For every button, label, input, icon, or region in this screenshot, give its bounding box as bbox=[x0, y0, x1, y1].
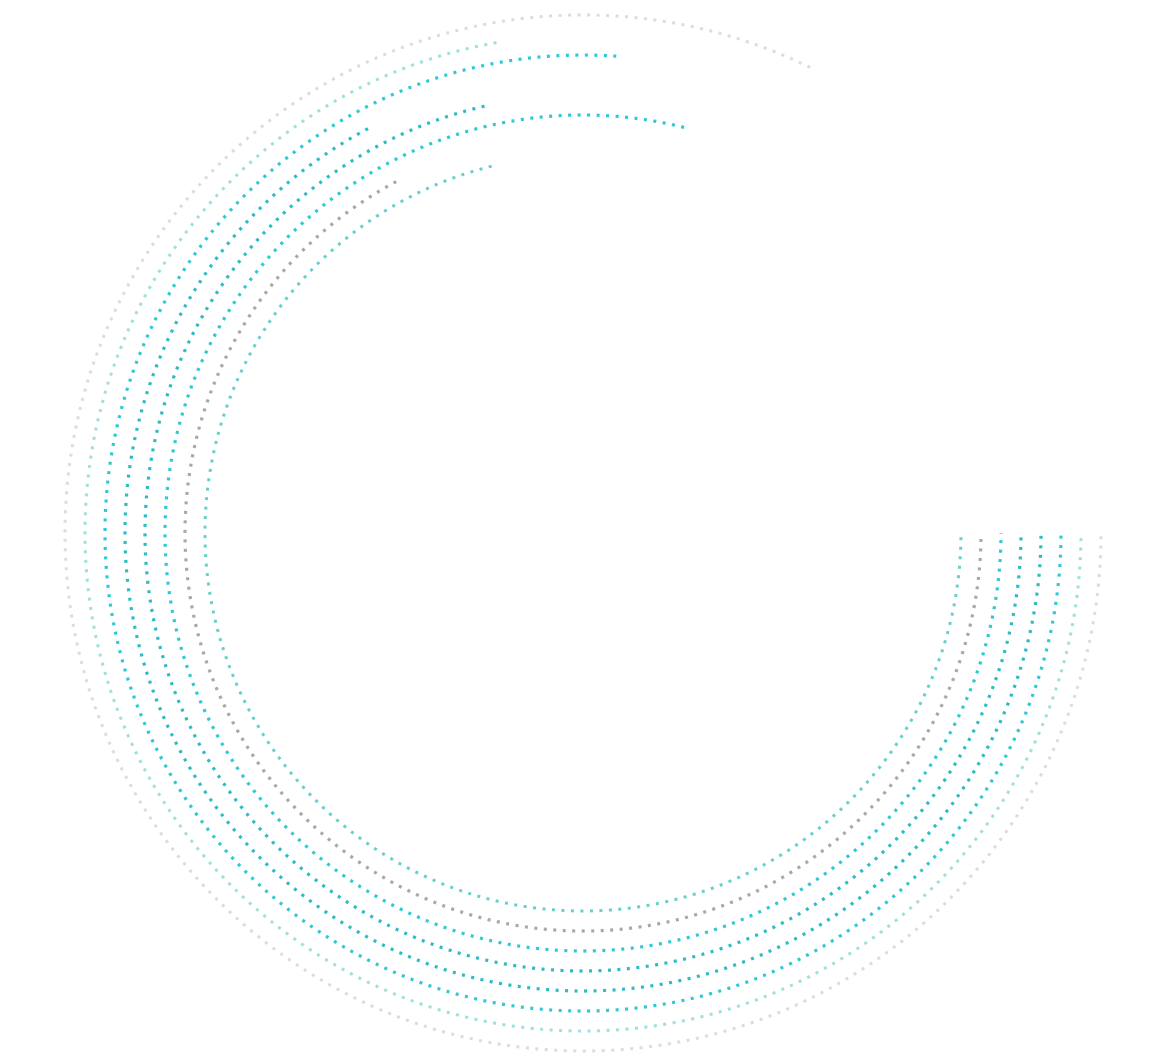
dotted-arc-ring-2 bbox=[183, 180, 983, 933]
dotted-arc-ring-5 bbox=[123, 127, 1043, 993]
dotted-arc-ring-3 bbox=[163, 113, 1003, 953]
dotted-arc-ring-1 bbox=[203, 164, 963, 913]
dotted-arc-ring-6 bbox=[103, 53, 1063, 1013]
dotted-arc-ring-4 bbox=[143, 104, 1023, 973]
dotted-arc-ring-7 bbox=[83, 41, 1083, 1033]
dotted-arc-ring-8 bbox=[63, 13, 1103, 1053]
